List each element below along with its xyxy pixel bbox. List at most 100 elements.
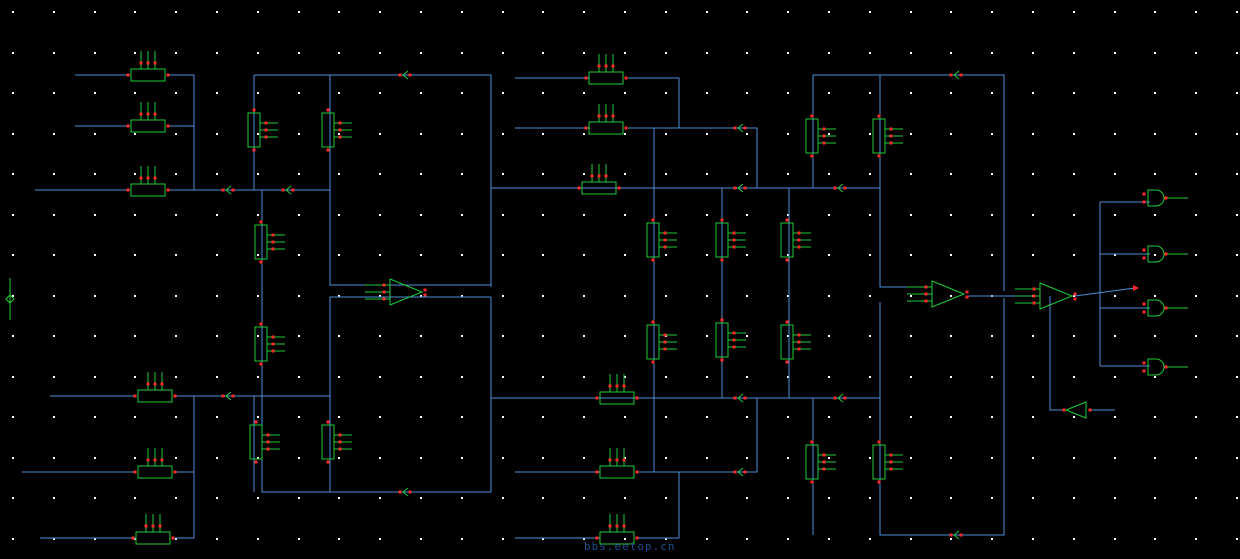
resistor-icon[interactable]	[126, 166, 170, 197]
resistor-icon[interactable]	[321, 420, 352, 464]
resistor-icon[interactable]	[577, 164, 621, 195]
wire	[879, 298, 1005, 536]
grid-dot	[12, 173, 14, 175]
switch-icon[interactable]	[281, 185, 295, 195]
resistor-icon[interactable]	[646, 218, 677, 262]
grid-dot	[502, 254, 504, 256]
grid-dot	[910, 254, 912, 256]
port-icon[interactable]	[5, 278, 15, 320]
resistor-icon[interactable]	[872, 114, 903, 158]
pin-dot	[595, 536, 599, 540]
grid-dot	[910, 173, 912, 175]
opamp-icon[interactable]	[1015, 282, 1077, 310]
buffer-icon[interactable]	[1062, 401, 1092, 419]
pin-dot	[833, 186, 837, 190]
grid-dot	[828, 295, 830, 297]
switch-icon[interactable]	[833, 183, 847, 193]
grid-dot	[420, 52, 422, 54]
grid-dot	[134, 295, 136, 297]
grid-dot	[134, 92, 136, 94]
pin-dot	[271, 233, 275, 237]
grid-dot	[869, 295, 871, 297]
resistor-icon[interactable]	[126, 51, 170, 82]
grid-dot	[991, 457, 993, 459]
resistor-icon[interactable]	[780, 320, 811, 364]
and-gate-icon[interactable]	[1142, 189, 1189, 207]
resistor-icon[interactable]	[805, 440, 836, 484]
and-gate-icon[interactable]	[1142, 358, 1189, 376]
pin-dot	[166, 124, 170, 128]
pin-dot	[924, 299, 928, 303]
opamp-icon[interactable]	[907, 280, 969, 308]
switch-icon[interactable]	[733, 467, 747, 477]
grid-dot	[338, 335, 340, 337]
switch-icon[interactable]	[949, 70, 963, 80]
pin-dot	[166, 188, 170, 192]
resistor-icon[interactable]	[254, 322, 285, 366]
resistor-icon[interactable]	[254, 220, 285, 264]
resistor-icon[interactable]	[584, 104, 628, 135]
and-gate-icon[interactable]	[1142, 299, 1189, 317]
pin-dot	[259, 322, 263, 326]
grid-dot	[746, 416, 748, 418]
switch-icon[interactable]	[398, 487, 412, 497]
pin-dot	[153, 61, 157, 65]
pin-dot	[1088, 408, 1092, 412]
resistor-icon[interactable]	[715, 318, 746, 362]
resistor-icon[interactable]	[249, 420, 280, 464]
resistor-icon[interactable]	[780, 218, 811, 262]
and-gate-icon[interactable]	[1142, 245, 1189, 263]
component-layer[interactable]	[5, 51, 1189, 545]
grid-dot	[828, 52, 830, 54]
resistor-icon[interactable]	[872, 440, 903, 484]
switch-icon[interactable]	[733, 123, 747, 133]
resistor-icon[interactable]	[715, 218, 746, 262]
grid-dot	[420, 497, 422, 499]
grid-dot	[828, 538, 830, 540]
switch-icon[interactable]	[221, 185, 235, 195]
grid-dot	[298, 497, 300, 499]
grid-dot	[787, 254, 789, 256]
resistor-icon[interactable]	[595, 374, 639, 405]
resistor-icon[interactable]	[126, 102, 170, 133]
resistor-icon[interactable]	[133, 372, 177, 403]
grid-dot	[338, 457, 340, 459]
pin-dot	[1032, 294, 1036, 298]
resistor-icon[interactable]	[584, 54, 628, 85]
grid-dot	[787, 11, 789, 13]
opamp-icon[interactable]	[365, 278, 427, 306]
grid-dot	[502, 92, 504, 94]
switch-icon[interactable]	[833, 393, 847, 403]
resistor-icon[interactable]	[595, 514, 639, 545]
pin-dot	[949, 533, 953, 537]
grid-dot	[257, 335, 259, 337]
switch-icon[interactable]	[949, 530, 963, 540]
resistor-icon[interactable]	[321, 108, 352, 152]
grid-dot	[257, 497, 259, 499]
switch-icon[interactable]	[733, 393, 747, 403]
grid-dot	[1236, 295, 1238, 297]
resistor-icon[interactable]	[247, 108, 278, 152]
grid-dot	[1032, 254, 1034, 256]
grid-dot	[1195, 497, 1197, 499]
resistor-icon[interactable]	[133, 448, 177, 479]
switch-icon[interactable]	[733, 183, 747, 193]
pin-dot	[604, 114, 608, 118]
switch-icon[interactable]	[221, 391, 235, 401]
grid-dot	[828, 173, 830, 175]
grid-dot	[991, 11, 993, 13]
resistor-icon[interactable]	[595, 448, 639, 479]
pin-dot	[822, 453, 826, 457]
grid-dot	[869, 416, 871, 418]
resistor-icon[interactable]	[805, 114, 836, 158]
pin-dot	[651, 320, 655, 324]
resistor-icon[interactable]	[131, 514, 175, 545]
resistor-icon[interactable]	[646, 320, 677, 364]
grid-dot	[624, 254, 626, 256]
grid-dot	[991, 214, 993, 216]
switch-icon[interactable]	[398, 70, 412, 80]
grid-dot	[1154, 376, 1156, 378]
grid-dot	[12, 416, 14, 418]
grid-dot	[338, 254, 340, 256]
